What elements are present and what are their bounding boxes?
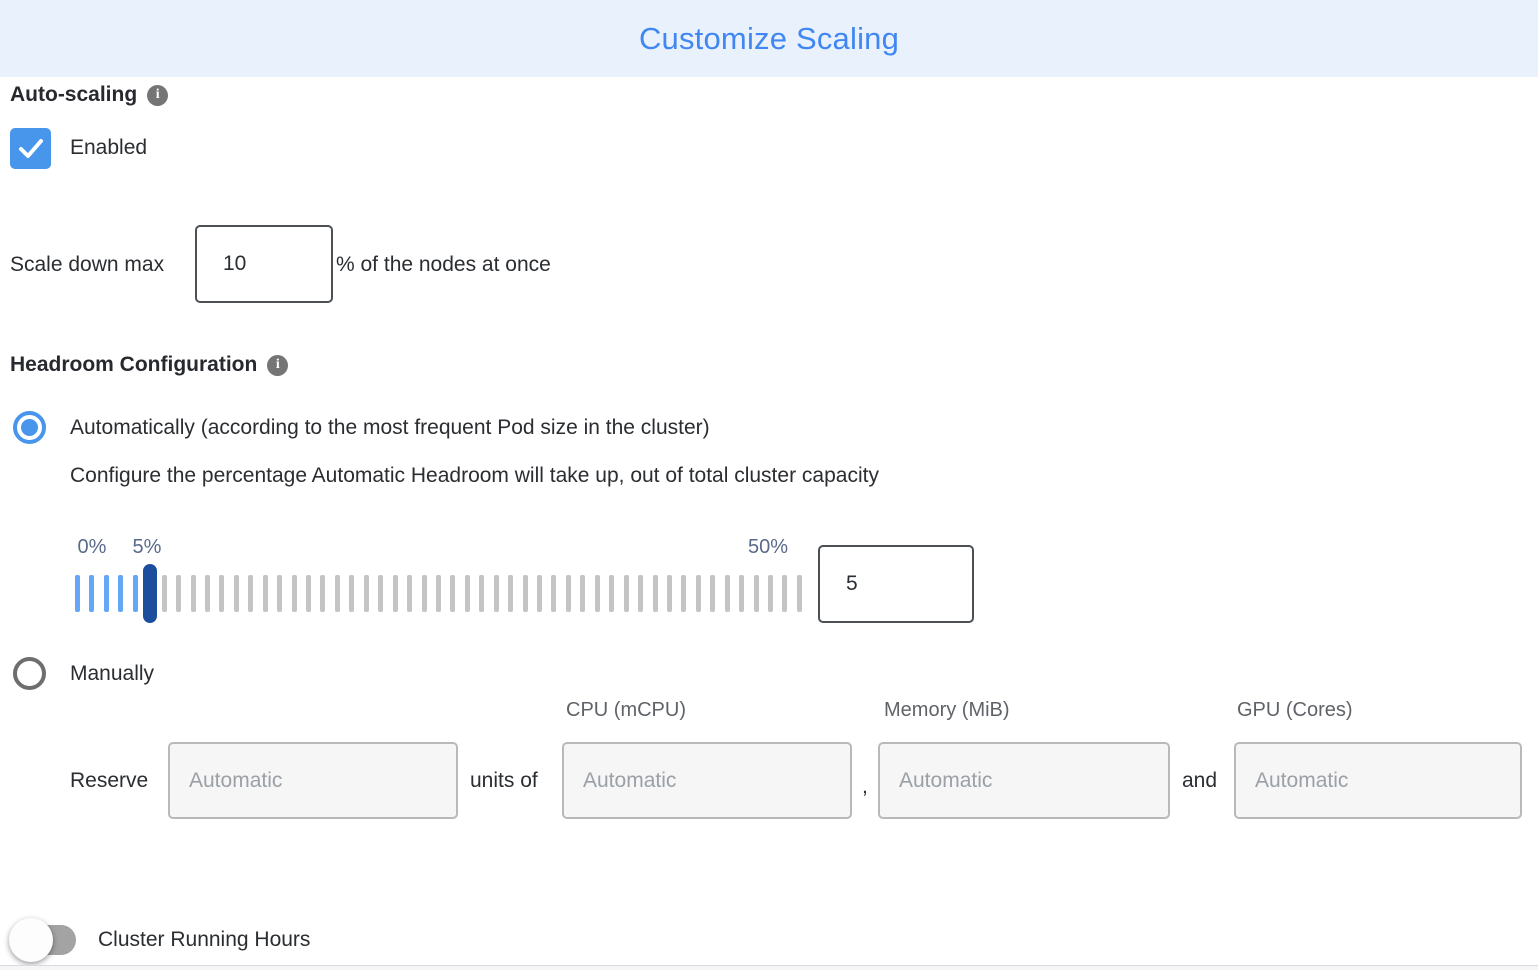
slider-tick [551, 575, 557, 612]
slider-tick [233, 575, 239, 612]
slider-tick [796, 575, 802, 612]
slider-labels: 0% 5% 50% [75, 536, 802, 562]
scale-down-suffix: % of the nodes at once [336, 253, 551, 276]
footer-strip [0, 966, 1538, 970]
and-label: and [1182, 769, 1218, 792]
slider-tick [768, 575, 773, 612]
slider-tick [450, 575, 456, 612]
reserve-memory-input[interactable] [878, 742, 1170, 819]
slider-tick [594, 575, 600, 612]
slider-tick [306, 575, 311, 612]
slider-tick [753, 575, 759, 612]
slider-tick [724, 575, 730, 612]
units-of-label: units of [470, 769, 538, 792]
slider-tick [204, 575, 210, 612]
slider-tick [392, 575, 398, 612]
enabled-label: Enabled [70, 136, 148, 159]
slider-tick [132, 575, 138, 612]
slider-min-label: 0% [77, 536, 107, 558]
cluster-running-hours-toggle[interactable] [9, 918, 76, 962]
slider-tick [421, 575, 427, 612]
slider-tick [435, 575, 441, 612]
headroom-manually-label: Manually [70, 662, 155, 685]
slider-tick [161, 575, 167, 612]
slider-current-label: 5% [132, 536, 162, 558]
headroom-label: Headroom Configuration [10, 353, 258, 376]
slider-tick [407, 575, 413, 612]
slider-tick [464, 575, 470, 612]
slider-tick [493, 575, 499, 612]
reserve-label: Reserve [70, 769, 149, 792]
auto-scaling-label: Auto-scaling [10, 83, 138, 106]
slider-tick [248, 575, 254, 612]
slider-tick [695, 575, 701, 612]
headroom-section-label: Headroom Configuration i [10, 353, 289, 377]
slider-tick [118, 575, 124, 612]
reserve-gpu-input[interactable] [1234, 742, 1522, 819]
slider-tick [349, 575, 355, 612]
auto-scaling-section-label: Auto-scaling i [10, 83, 169, 107]
slider-tick [363, 575, 369, 612]
slider-tick [565, 575, 571, 612]
slider-tick [638, 575, 644, 612]
slider-tick [89, 575, 95, 612]
headroom-slider-thumb[interactable] [142, 564, 157, 623]
column-header-cpu: CPU (mCPU) [566, 699, 686, 721]
dialog-header: Customize Scaling [0, 0, 1538, 77]
column-header-gpu: GPU (Cores) [1237, 699, 1353, 721]
slider-tick [666, 575, 672, 612]
slider-tick [103, 575, 109, 612]
slider-tick [710, 575, 716, 612]
slider-tick [739, 575, 745, 612]
slider-tick [508, 575, 514, 612]
headroom-slider-track[interactable] [75, 575, 802, 612]
slider-tick [190, 575, 196, 612]
toggle-knob [9, 918, 53, 962]
slider-max-label: 50% [747, 536, 789, 558]
slider-tick [262, 575, 268, 612]
reserve-count-input[interactable] [168, 742, 458, 819]
slider-tick [378, 575, 384, 612]
slider-tick [623, 575, 629, 612]
slider-tick [320, 575, 326, 612]
scale-down-prefix: Scale down max [10, 253, 165, 276]
slider-tick [291, 575, 297, 612]
column-header-memory: Memory (MiB) [884, 699, 1010, 721]
bottom-divider [0, 965, 1538, 966]
scale-down-max-input[interactable] [195, 225, 333, 303]
slider-tick [334, 575, 340, 612]
slider-tick [176, 575, 182, 612]
slider-tick [537, 575, 542, 612]
slider-tick [75, 575, 80, 612]
slider-tick [277, 575, 283, 612]
headroom-automatic-label: Automatically (according to the most fre… [70, 416, 710, 439]
reserve-cpu-input[interactable] [562, 742, 852, 819]
checkmark-icon [18, 138, 43, 158]
slider-tick [580, 575, 586, 612]
comma-separator: , [862, 775, 868, 798]
slider-tick [219, 575, 225, 612]
info-icon[interactable]: i [147, 84, 169, 106]
slider-tick [782, 575, 788, 612]
cluster-running-hours-label: Cluster Running Hours [98, 928, 311, 951]
headroom-automatic-description: Configure the percentage Automatic Headr… [70, 464, 879, 487]
auto-scaling-enabled-checkbox[interactable] [10, 128, 51, 169]
headroom-percentage-input[interactable] [818, 545, 974, 623]
slider-tick [652, 575, 658, 612]
info-icon[interactable]: i [267, 354, 289, 376]
headroom-manually-radio[interactable] [13, 657, 46, 690]
headroom-automatic-radio[interactable] [13, 411, 46, 444]
slider-tick [681, 575, 687, 612]
slider-tick [479, 575, 485, 612]
slider-tick [522, 575, 528, 612]
page-title: Customize Scaling [638, 20, 900, 56]
slider-tick [609, 575, 615, 612]
radio-dot [21, 419, 38, 436]
